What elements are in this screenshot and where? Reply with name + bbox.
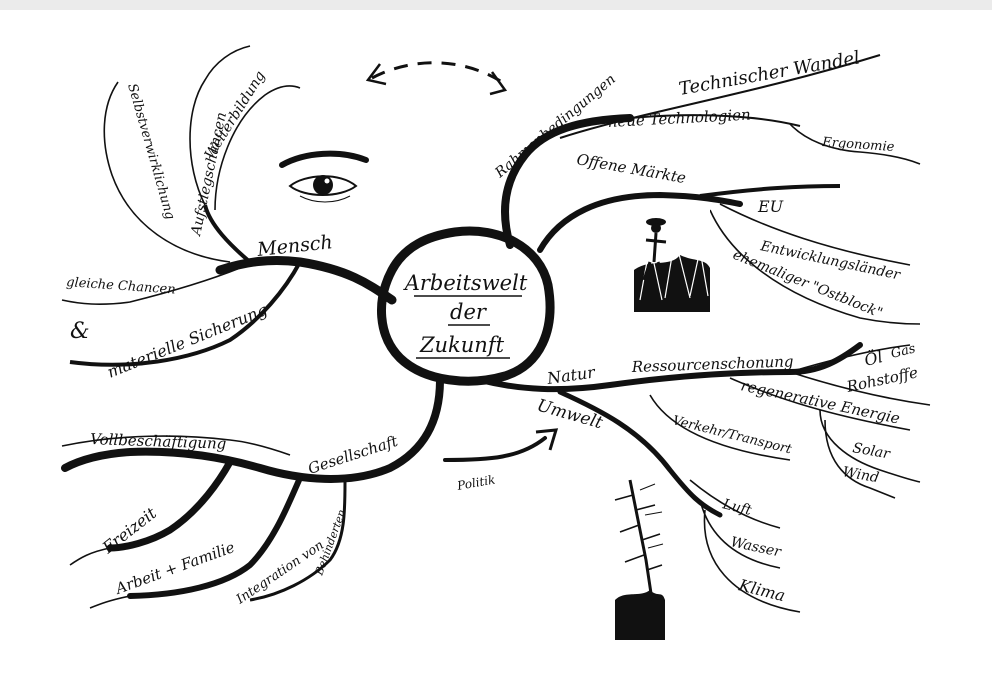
branch-natur-label: Natur bbox=[545, 362, 597, 388]
eye-sketch bbox=[279, 150, 369, 203]
sub-technischer-wandel: Technischer Wandel bbox=[677, 47, 861, 100]
sub-neue-technologien: neue Technologien bbox=[607, 106, 751, 131]
figure-sketch bbox=[632, 210, 710, 314]
sub-ressourcenschonung: Ressourcenschonung bbox=[631, 352, 794, 376]
sub-freizeit: Freizeit bbox=[98, 503, 160, 558]
sub-selbstverwirklichung: Selbstverwirklichung bbox=[124, 82, 177, 221]
branch-mensch: Mensch Aufstiegschancen Weiterbildung Se… bbox=[61, 45, 397, 382]
label-politik: Politik bbox=[455, 472, 496, 493]
sub-weiterbildung: Weiterbildung bbox=[202, 68, 269, 162]
sub-gas: Gas bbox=[889, 341, 917, 362]
sub-verkehr-transport: Verkehr/Transport bbox=[671, 413, 794, 457]
sub-vollbeschaeftigung: Vollbeschäftigung bbox=[90, 430, 227, 453]
sub-materielle-sicherung: materielle Sicherung bbox=[104, 300, 270, 382]
branch-gesellschaft: Gesellschaft Vollbeschäftigung Freizeit … bbox=[61, 376, 444, 609]
sub-ergonomie: Ergonomie bbox=[821, 135, 895, 155]
politik-arrow: Politik bbox=[443, 428, 559, 493]
dead-tree-sketch bbox=[614, 479, 665, 640]
sub-wind: Wind bbox=[841, 464, 880, 486]
branch-natur: Natur Umwelt Ressourcenschonung Öl Gas R… bbox=[477, 341, 931, 613]
mind-map-diagram: Arbeitswelt der Zukunft Mensch Aufstiegs… bbox=[61, 45, 931, 640]
branch-mensch-label: Mensch bbox=[255, 231, 333, 261]
sub-gleiche-chancen: gleiche Chancen bbox=[66, 275, 176, 298]
sub-oel: Öl bbox=[862, 346, 885, 370]
sub-ampersand: & bbox=[70, 319, 90, 344]
central-node: Arbeitswelt der Zukunft bbox=[377, 226, 555, 386]
center-line-2: der bbox=[450, 300, 488, 324]
branch-umwelt-label: Umwelt bbox=[535, 396, 605, 434]
center-line-1: Arbeitswelt bbox=[403, 271, 528, 295]
sub-wasser: Wasser bbox=[729, 534, 783, 560]
sub-offene-maerkte: Offene Märkte bbox=[575, 150, 687, 187]
sub-luft: Luft bbox=[720, 496, 753, 519]
sub-rohstoffe: Rohstoffe bbox=[844, 363, 920, 396]
sub-eu: EU bbox=[757, 197, 784, 216]
mind-map-canvas: Arbeitswelt der Zukunft Mensch Aufstiegs… bbox=[0, 10, 992, 675]
center-line-3: Zukunft bbox=[419, 333, 505, 357]
top-dashed-arrow bbox=[365, 61, 508, 96]
sub-solar: Solar bbox=[851, 440, 892, 463]
